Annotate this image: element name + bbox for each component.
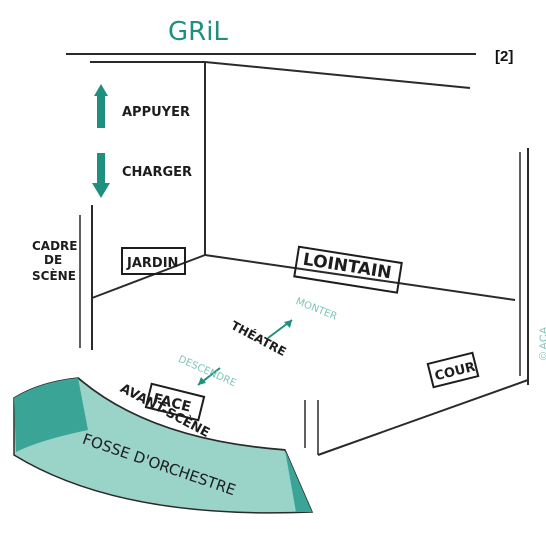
appuyer-label: APPUYER: [122, 105, 190, 120]
arrow-up-shaft: [97, 96, 105, 128]
face-box: [144, 382, 206, 422]
jardin-box: [121, 247, 186, 275]
arrow-up-icon: [94, 84, 108, 128]
cadre-label-line2: DE: [44, 253, 62, 267]
orchestra-pit-left-wall: [14, 378, 88, 452]
arrow-down-icon: [92, 183, 110, 198]
descendre-label: DESCENDRE: [176, 354, 237, 389]
gril-label: GRiL: [168, 17, 228, 47]
monter-label: MONTER: [294, 296, 338, 322]
theatre-label: THÉATRE: [229, 317, 289, 359]
credit-label: © ACA: [538, 326, 546, 360]
charger-label: CHARGER: [122, 165, 192, 180]
lointain-box: [293, 245, 403, 294]
cadre-label-line3: SCÈNE: [32, 268, 76, 283]
cadre-label-line1: CADRE: [32, 239, 78, 253]
arrow-down-shaft: [97, 153, 105, 185]
left-wall-bottom: [91, 254, 206, 299]
reference-note: [2]: [495, 48, 514, 65]
back-floor-edge: [204, 254, 516, 301]
jardin-label: JARDIN: [126, 256, 178, 271]
cour-box: [426, 351, 480, 389]
back-wall-top: [204, 61, 471, 89]
front-edge-right: [317, 379, 529, 456]
orchestra-pit-right-wall: [285, 450, 312, 512]
cour-label: COUR: [433, 360, 477, 385]
